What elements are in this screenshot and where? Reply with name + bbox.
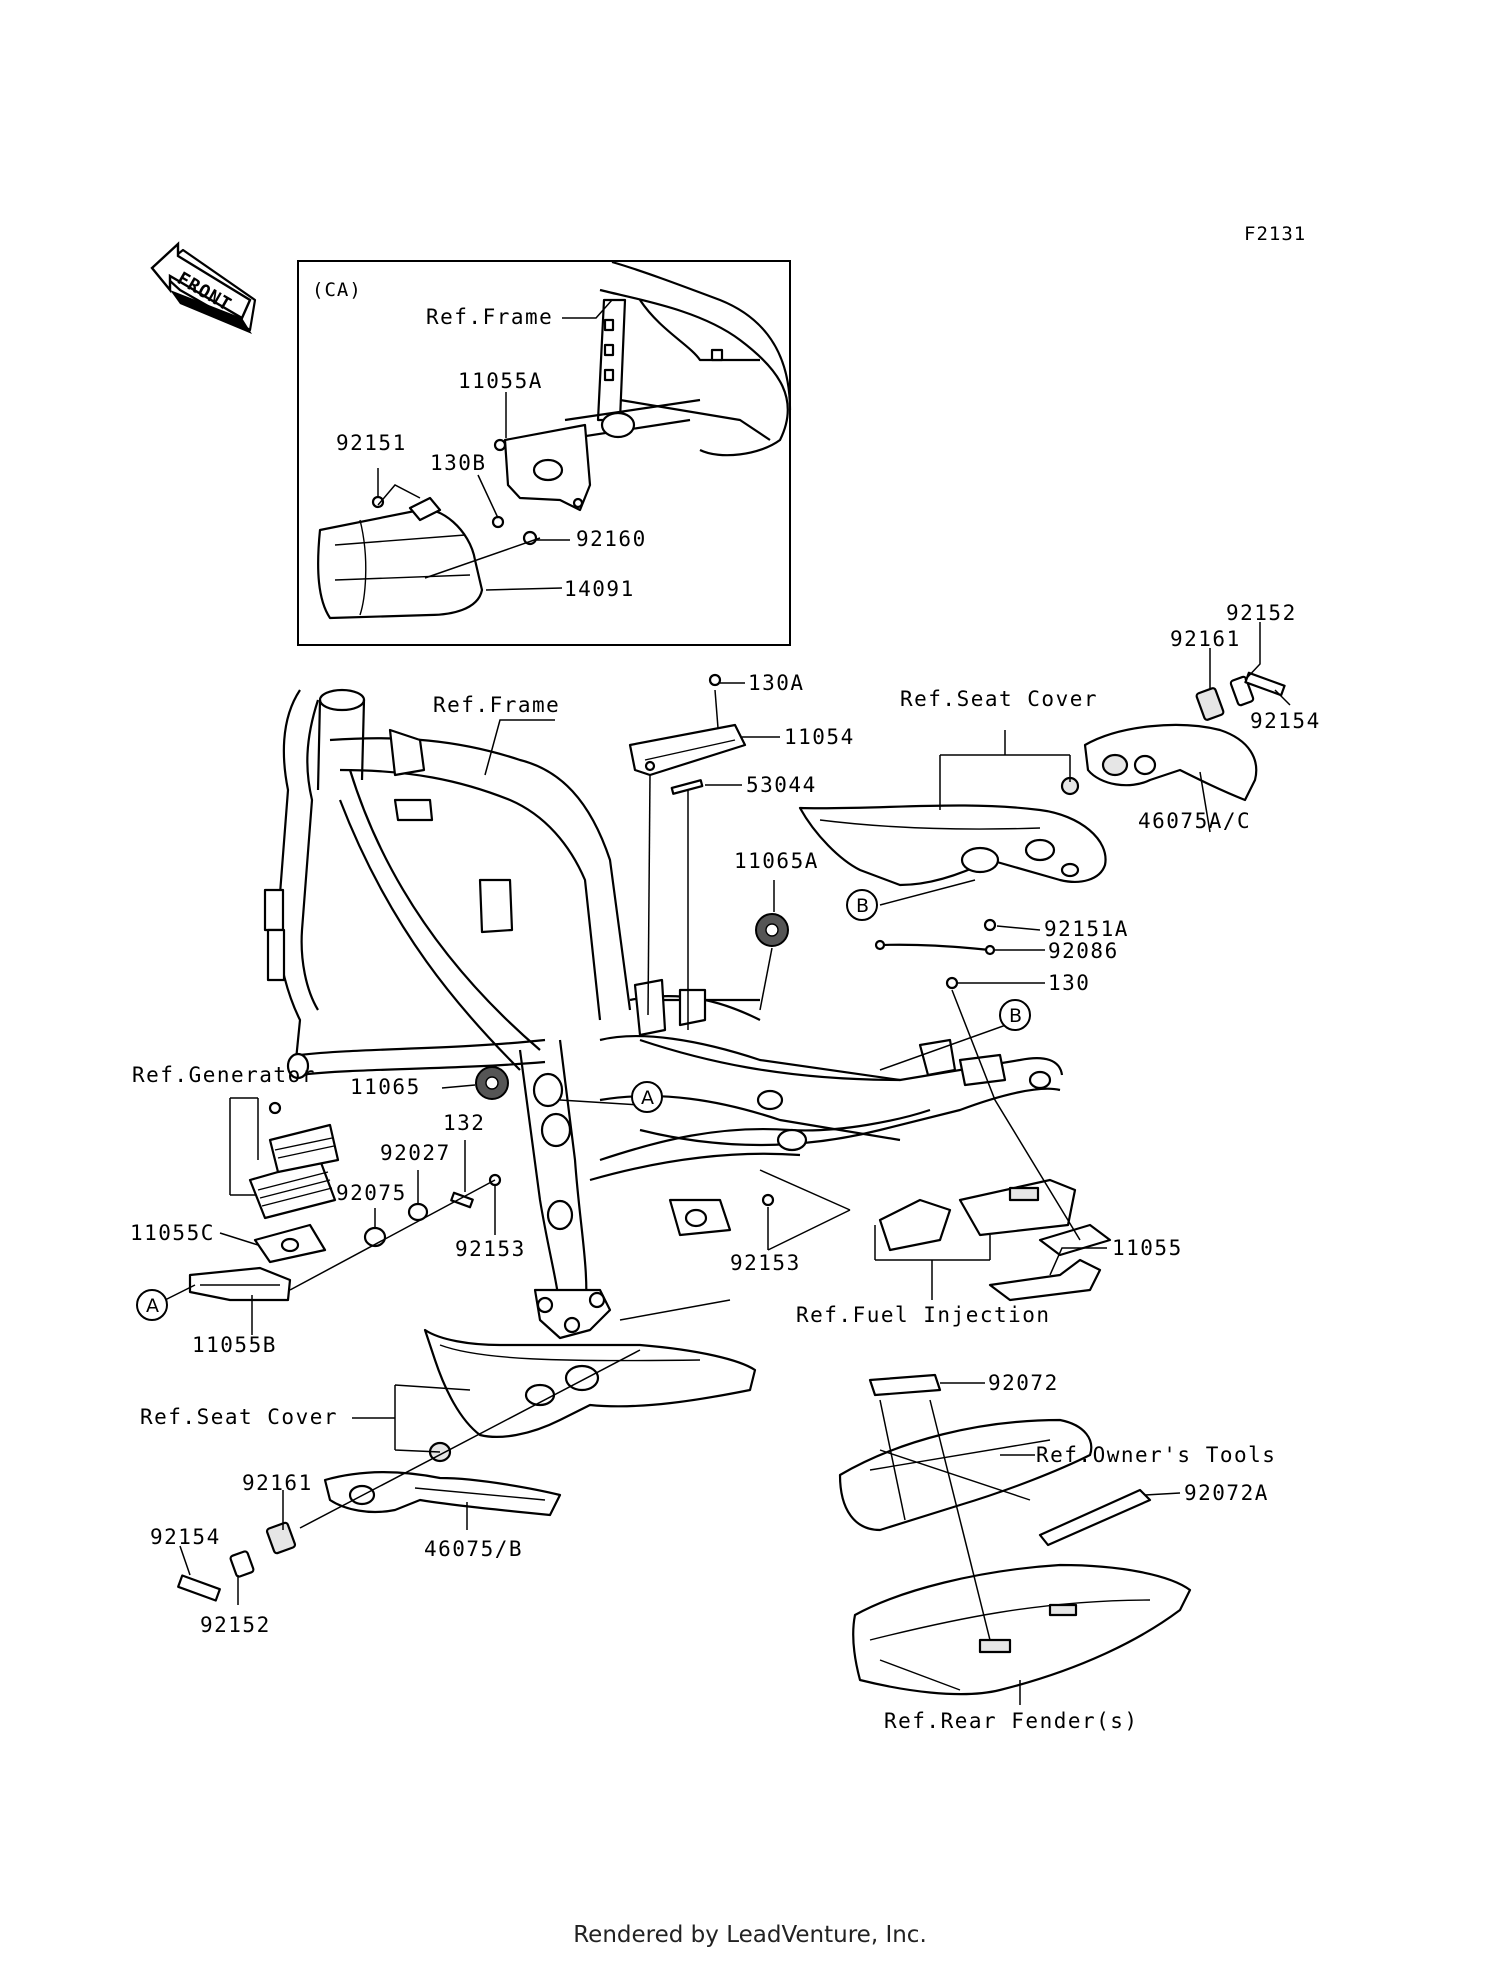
inset-11055A-label: 11055A: [458, 369, 543, 393]
callout-b-top: B: [846, 889, 878, 921]
owners-tools-drawing: [838, 1418, 1093, 1532]
label-92151A: 92151A: [1044, 917, 1129, 941]
inset-14091-label: 14091: [564, 577, 635, 601]
label-ref-rear-fender: Ref.Rear Fender(s): [884, 1709, 1139, 1733]
collar-92152-bottom-icon: [229, 1550, 255, 1578]
svg-text:B: B: [1009, 1005, 1022, 1027]
inset-ca: (CA): [297, 260, 792, 646]
bolt-92151A-icon: [983, 918, 997, 932]
regulator-drawing: [248, 1101, 340, 1220]
label-11065A: 11065A: [734, 849, 819, 873]
label-11055: 11055: [1112, 1236, 1183, 1260]
collar-92161-bottom-icon: [265, 1521, 297, 1555]
collar-92075-icon: [363, 1226, 387, 1248]
callout-b-right: B: [999, 999, 1031, 1031]
label-92153-left: 92153: [455, 1237, 526, 1261]
grommet-11065A-icon: [755, 913, 789, 947]
label-132: 132: [443, 1111, 485, 1135]
label-53044: 53044: [746, 773, 817, 797]
inset-92151-label: 92151: [336, 431, 407, 455]
label-46075B: 46075/B: [424, 1537, 523, 1561]
grab-rail-46075B-drawing: [323, 1471, 562, 1517]
svg-text:B: B: [856, 895, 869, 917]
label-ref-generator: Ref.Generator: [132, 1063, 316, 1087]
cable-92086-drawing: [874, 939, 996, 956]
bracket-11055B-drawing: [188, 1266, 292, 1302]
bolt-130-icon: [945, 976, 959, 990]
label-ref-seat-cover-bottom: Ref.Seat Cover: [140, 1405, 338, 1429]
figure-id: F2131: [1244, 223, 1306, 245]
pin-53044-icon: [670, 779, 704, 795]
svg-text:A: A: [641, 1087, 654, 1109]
label-92154-bottom: 92154: [150, 1525, 221, 1549]
inset-92160-label: 92160: [576, 527, 647, 551]
collar-92161-top-icon: [1195, 687, 1225, 721]
bolt-130B-icon: [491, 515, 505, 529]
label-92152-top: 92152: [1226, 601, 1297, 625]
label-ref-fuel-injection: Ref.Fuel Injection: [796, 1303, 1051, 1327]
front-arrow-icon: FRONT: [150, 241, 257, 334]
label-ref-seat-cover-top: Ref.Seat Cover: [900, 687, 1098, 711]
label-ref-owners-tools: Ref.Owner's Tools: [1036, 1443, 1276, 1467]
label-92027: 92027: [380, 1141, 451, 1165]
grommet-11065-icon: [475, 1066, 509, 1100]
callout-a-bracket: A: [136, 1289, 168, 1321]
cover-14091-drawing: [317, 496, 484, 620]
label-92152-bottom: 92152: [200, 1613, 271, 1637]
inset-130B-label: 130B: [430, 451, 487, 475]
inset-tag: (CA): [312, 279, 362, 301]
label-11065: 11065: [350, 1075, 421, 1099]
bracket-11055-drawing: [988, 1223, 1112, 1302]
label-11055B: 11055B: [192, 1333, 277, 1357]
label-11054: 11054: [784, 725, 855, 749]
bracket-11055A-drawing: [493, 423, 592, 512]
bracket-11054-drawing: [628, 723, 747, 777]
label-11055C: 11055C: [130, 1221, 215, 1245]
seat-cover-bottom-drawing: [423, 1328, 757, 1438]
fuel-injection-parts-drawing: [878, 1178, 1077, 1252]
inset-ref-frame-label: Ref.Frame: [426, 305, 553, 329]
svg-text:A: A: [146, 1295, 159, 1317]
strap-92072A-icon: [1038, 1488, 1152, 1547]
label-92072A: 92072A: [1184, 1481, 1269, 1505]
label-92153-right: 92153: [730, 1251, 801, 1275]
label-92072: 92072: [988, 1371, 1059, 1395]
label-92086: 92086: [1048, 939, 1119, 963]
bolt-92153-right-icon: [761, 1193, 775, 1207]
label-92075: 92075: [336, 1181, 407, 1205]
label-46075AC: 46075A/C: [1138, 809, 1251, 833]
bolt-92154-bottom-icon: [177, 1574, 221, 1602]
grab-rail-46075AC-drawing: [1083, 723, 1258, 802]
bolt-132-icon: [450, 1191, 474, 1209]
seat-cover-top-drawing: [798, 804, 1107, 887]
callout-a-frame: A: [631, 1081, 663, 1113]
inset-frame-drawing: [559, 260, 792, 457]
main-frame-drawing: [263, 688, 1064, 1340]
rear-fender-drawing: [852, 1563, 1192, 1696]
bracket-11055C-drawing: [253, 1223, 327, 1264]
bolt-130A-icon: [708, 673, 722, 687]
label-92161-bottom: 92161: [242, 1471, 313, 1495]
label-ref-frame-main: Ref.Frame: [433, 693, 560, 717]
label-130: 130: [1048, 971, 1090, 995]
footer-credit: Rendered by LeadVenture, Inc.: [573, 1922, 927, 1948]
label-130A: 130A: [748, 671, 805, 695]
label-92154-top: 92154: [1250, 709, 1321, 733]
label-92161-top: 92161: [1170, 627, 1241, 651]
tool-strap-92072-icon: [868, 1373, 942, 1397]
